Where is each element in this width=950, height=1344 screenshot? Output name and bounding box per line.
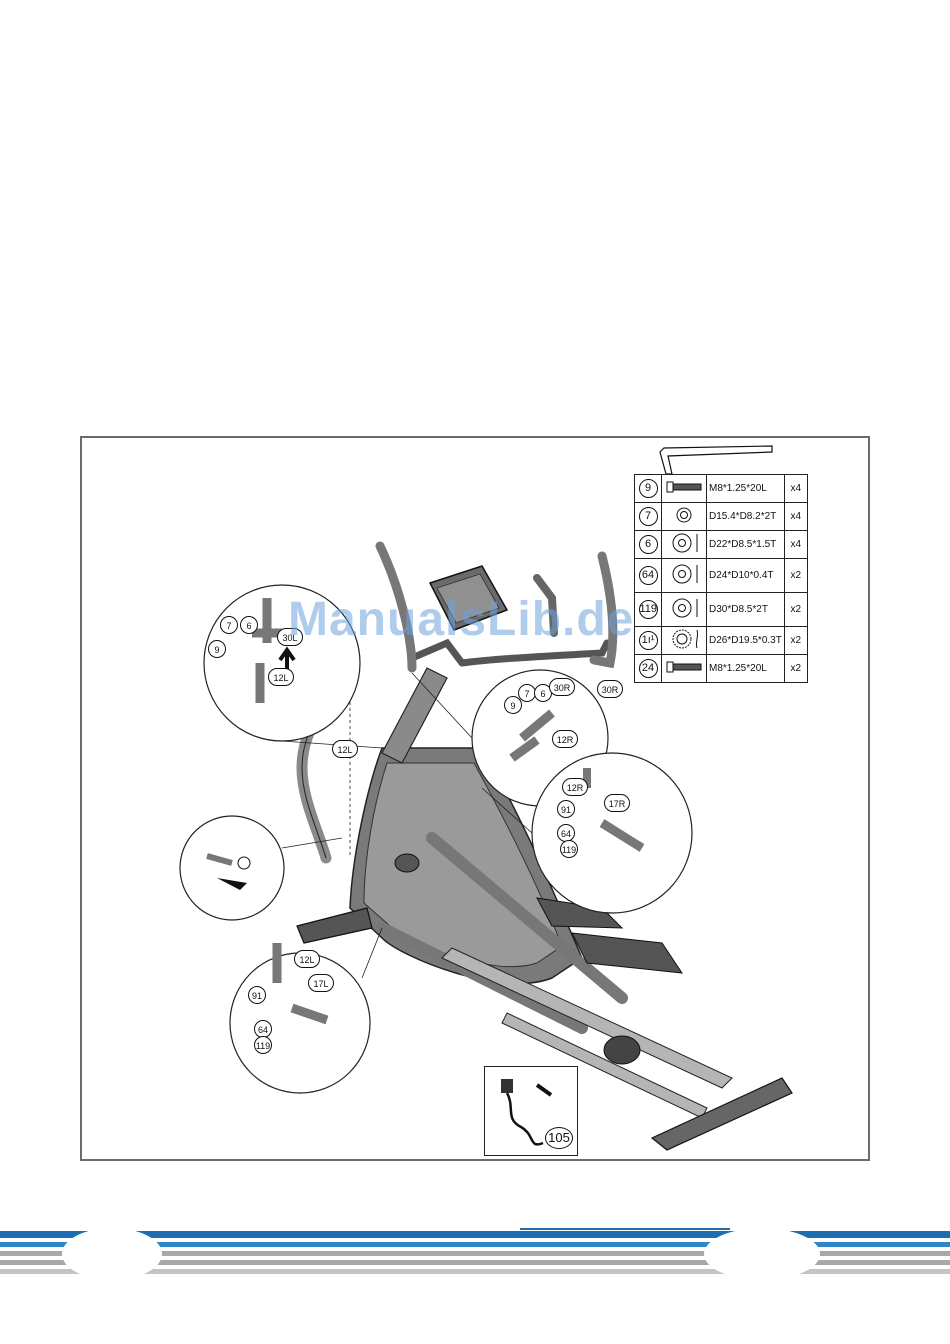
allen-key-icon (660, 446, 772, 474)
spring-washer-icon (665, 516, 703, 527)
adapter-label: 105 (545, 1127, 573, 1149)
part-number: 6 (639, 535, 658, 554)
callout-17l: 17L (308, 974, 334, 992)
part-qty: x4 (784, 475, 807, 503)
bolt-icon (665, 666, 703, 677)
flat-washer-icon (665, 577, 703, 588)
callout-91-bottom: 91 (248, 986, 266, 1004)
part-number: 119 (639, 600, 658, 619)
callout-12r: 12R (552, 730, 578, 748)
part-qty: x2 (784, 559, 807, 593)
callout-17r: 17R (604, 794, 630, 812)
part-number: 9 (639, 479, 658, 498)
callout-119-bottom: 119 (254, 1036, 272, 1054)
flat-washer-icon (665, 546, 703, 557)
part-spec: D30*D8.5*2T (707, 593, 785, 627)
callout-6: 6 (240, 616, 258, 634)
part-qty: x4 (784, 503, 807, 531)
callout-12r-detail: 12R (562, 778, 588, 796)
footer-stripes (0, 1228, 950, 1280)
bolt-icon (665, 486, 703, 497)
part-spec: D15.4*D8.2*2T (707, 503, 785, 531)
flat-washer-icon (665, 611, 703, 622)
wave-washer-icon (665, 642, 703, 653)
callout-30l: 30L (277, 628, 303, 646)
callout-9: 9 (208, 640, 226, 658)
part-number: 24 (639, 659, 658, 678)
callout-91: 91 (557, 800, 575, 818)
callout-30r: 30R (549, 678, 575, 696)
part-spec: D26*D19.5*0.3T (707, 627, 785, 655)
part-qty: x2 (784, 655, 807, 683)
callout-7: 7 (220, 616, 238, 634)
part-spec: D22*D8.5*1.5T (707, 531, 785, 559)
part-spec: D24*D10*0.4T (707, 559, 785, 593)
callout-30r-main: 30R (597, 680, 623, 698)
part-qty: x2 (784, 593, 807, 627)
part-number: 64 (639, 566, 658, 585)
part-number: 7 (639, 507, 658, 526)
callout-12l-bottom: 12L (294, 950, 320, 968)
part-qty: x2 (784, 627, 807, 655)
adapter-box: 105 (484, 1066, 578, 1156)
callout-119: 119 (560, 840, 578, 858)
part-spec: M8*1.25*20L (707, 475, 785, 503)
part-number: 1ı¹ (639, 631, 658, 650)
part-qty: x4 (784, 531, 807, 559)
callout-12l: 12L (268, 668, 294, 686)
callout-12l-main: 12L (332, 740, 358, 758)
part-spec: M8*1.25*20L (707, 655, 785, 683)
